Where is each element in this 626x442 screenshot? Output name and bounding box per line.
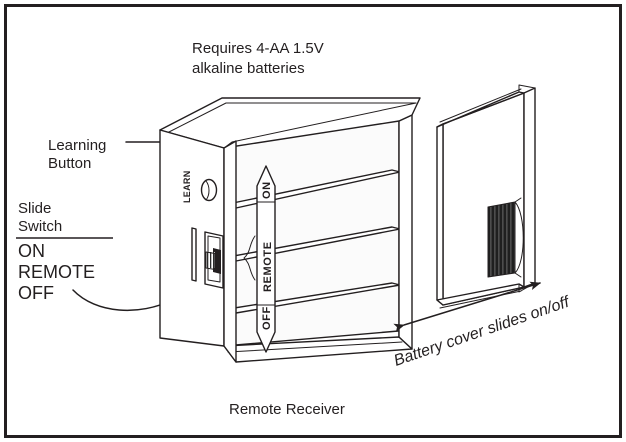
compartment-floor-line (227, 341, 403, 353)
box-right-edge-panel (398, 114, 413, 350)
battery-cover[interactable] (436, 84, 536, 309)
battery-cover-left-edge (436, 123, 444, 306)
switch-position-on: ON (18, 241, 45, 261)
battery-note-line2: alkaline batteries (192, 60, 305, 77)
battery-cover-right-edge (523, 87, 536, 288)
band-brace (243, 235, 256, 281)
box-top-rim (166, 102, 417, 134)
band-label-on: ON (261, 181, 273, 199)
learning-button-label-line2: Button (48, 155, 91, 172)
learn-button[interactable] (200, 178, 218, 202)
battery-cover-top-rail (436, 91, 525, 128)
battery-note-line1: Requires 4-AA 1.5V (192, 40, 324, 57)
band-label-remote: REMOTE (262, 241, 274, 292)
switch-position-off: OFF (18, 283, 54, 303)
switch-position-band: ON REMOTE OFF (243, 165, 276, 353)
slide-switch-label-line1: Slide (18, 200, 51, 217)
box-front-corner-post (223, 140, 237, 363)
cover-slide-direction-arrow (393, 281, 542, 333)
learning-button-label-line1: Learning (48, 137, 106, 154)
slide-switch-grip (206, 252, 215, 268)
learn-text-label: LEARN (182, 171, 192, 204)
slide-switch-label-line2: Switch (18, 218, 62, 235)
slide-switch-slot (191, 227, 197, 282)
switch-position-remote: REMOTE (18, 262, 95, 282)
band-label-off: OFF (261, 306, 273, 330)
figure-caption: Remote Receiver (229, 401, 345, 418)
battery-cover-grip (488, 202, 515, 277)
battery-cover-note: Battery cover slides on/off (392, 293, 573, 370)
slide-switch[interactable] (191, 227, 224, 289)
